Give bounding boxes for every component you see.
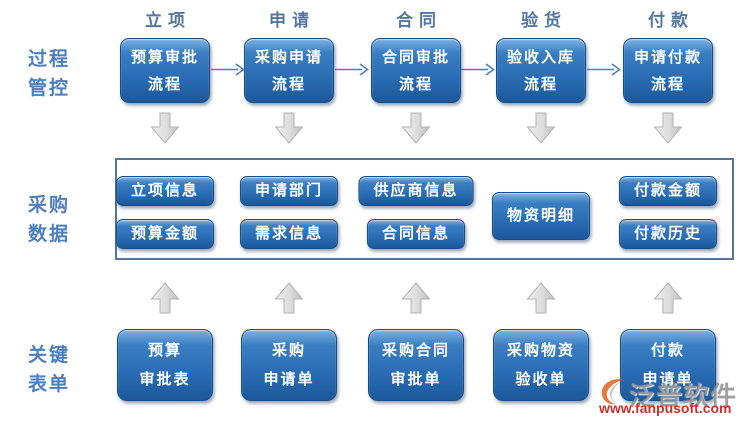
stage-header: 立项 — [145, 11, 191, 30]
form-box-line: 付款 — [650, 342, 685, 359]
process-box-line: 流程 — [147, 75, 182, 93]
data-box: 付款历史 — [618, 219, 718, 249]
form-box: 采购物资 验收单 — [493, 329, 589, 401]
down-block-arrow-icon — [274, 112, 304, 144]
down-block-arrow-icon — [653, 112, 683, 144]
data-box: 预算金额 — [115, 219, 215, 249]
stage-header: 申请 — [269, 11, 315, 30]
form-box-line: 申请单 — [263, 371, 315, 388]
form-box-line: 预算 — [147, 342, 182, 359]
stage-column-application: 申请 采购申请 流程 申请部门 需求信息 采购 申请单 — [229, 0, 349, 424]
row-label-line: 采购 — [27, 195, 70, 216]
process-box-line: 流程 — [650, 75, 685, 93]
flow-right-arrow-icon — [211, 63, 245, 76]
process-box: 申请付款 流程 — [623, 38, 713, 103]
stage-column-contract: 合同 合同审批 流程 供应商信息 合同信息 采购合同 审批单 — [356, 0, 476, 424]
form-box: 采购 申请单 — [241, 329, 337, 401]
process-box-line: 验收入库 — [506, 48, 575, 66]
process-box-line: 采购申请 — [254, 48, 323, 66]
down-block-arrow-icon — [526, 112, 556, 144]
stage-header: 付款 — [648, 11, 694, 30]
fanpu-logo-icon — [601, 379, 624, 405]
stage-header: 验货 — [521, 11, 567, 30]
row-label-line: 管控 — [27, 78, 70, 99]
process-box: 验收入库 流程 — [496, 38, 586, 103]
procurement-data-container — [115, 158, 734, 260]
up-block-arrow-icon — [526, 282, 556, 314]
form-box-line: 采购物资 — [506, 342, 575, 359]
up-block-arrow-icon — [150, 282, 180, 314]
stage-column-inspection: 验货 验收入库 流程 物资明细 采购物资 验收单 — [481, 0, 601, 424]
stage-header: 合同 — [396, 11, 442, 30]
form-box: 预算 审批表 — [117, 329, 213, 401]
data-box: 申请部门 — [239, 176, 339, 206]
process-box-line: 预算审批 — [130, 48, 199, 66]
data-box: 立项信息 — [115, 176, 215, 206]
process-box-line: 流程 — [398, 75, 433, 93]
data-box: 需求信息 — [239, 219, 339, 249]
process-box: 采购申请 流程 — [244, 38, 334, 103]
form-box-line: 审批表 — [139, 371, 191, 388]
up-block-arrow-icon — [401, 282, 431, 314]
row-label-line: 关键 — [27, 345, 70, 366]
watermark-brand-text: 泛普软件 — [629, 381, 738, 411]
stage-column-initiation: 立项 预算审批 流程 立项信息 预算金额 预算 审批表 — [105, 0, 225, 424]
form-box-line: 采购 — [271, 342, 306, 359]
process-box-line: 合同审批 — [381, 48, 450, 66]
row-label-process-control: 过程 管控 — [17, 45, 81, 103]
flow-right-arrow-icon — [461, 63, 495, 76]
data-box: 付款金额 — [618, 176, 718, 206]
process-box-line: 流程 — [523, 75, 558, 93]
form-box-line: 审批单 — [390, 371, 442, 388]
row-label-line: 数据 — [27, 224, 70, 245]
up-block-arrow-icon — [653, 282, 683, 314]
row-label-line: 过程 — [27, 49, 70, 70]
form-box: 采购合同 审批单 — [368, 329, 464, 401]
data-box: 合同信息 — [366, 219, 466, 249]
process-box: 预算审批 流程 — [120, 38, 210, 103]
form-box: 付款 申请单 — [620, 329, 716, 401]
flow-right-arrow-icon — [335, 63, 369, 76]
down-block-arrow-icon — [150, 112, 180, 144]
process-box-line: 申请付款 — [633, 48, 702, 66]
process-box-line: 流程 — [271, 75, 306, 93]
process-box: 合同审批 流程 — [371, 38, 461, 103]
row-label-procurement-data: 采购 数据 — [17, 191, 81, 249]
stage-column-payment: 付款 申请付款 流程 付款金额 付款历史 付款 申请单 — [608, 0, 728, 424]
form-box-line: 验收单 — [515, 371, 567, 388]
data-box: 供应商信息 — [358, 176, 474, 206]
data-box: 物资明细 — [491, 192, 591, 240]
form-box-line: 采购合同 — [381, 342, 450, 359]
up-block-arrow-icon — [274, 282, 304, 314]
flow-right-arrow-icon — [587, 63, 621, 76]
watermark-url-text: www.fanpusoft.com — [599, 400, 732, 416]
row-label-line: 表单 — [27, 374, 70, 395]
form-box-line: 申请单 — [642, 371, 694, 388]
down-block-arrow-icon — [401, 112, 431, 144]
row-label-key-forms: 关键 表单 — [17, 341, 81, 399]
